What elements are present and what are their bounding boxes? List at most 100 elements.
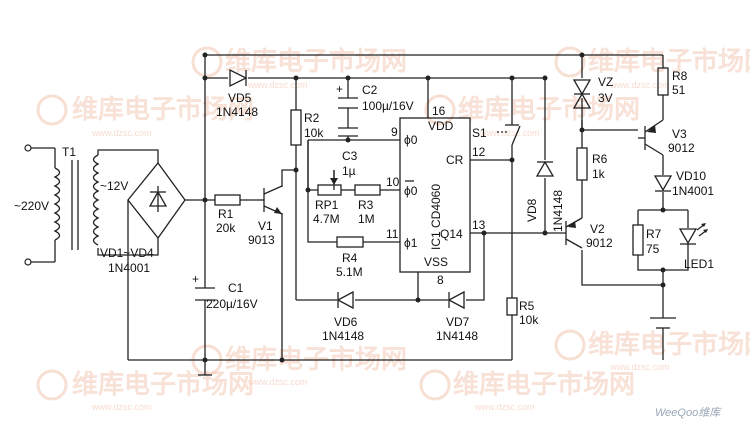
v2-label: V2 — [590, 222, 605, 236]
r2-value: 10k — [304, 126, 324, 140]
watermark-top-left: 维库电子市场网 www.dzsc.com — [36, 94, 254, 138]
ic-phi0-label: ϕ0 — [404, 133, 418, 147]
ic-vdd-pin-label: VDD — [428, 119, 454, 133]
rp1-label: RP1 — [315, 198, 339, 212]
c2-value: 100µ/16V — [362, 99, 414, 113]
r8-label: R8 — [672, 69, 688, 83]
diode-vd5: VD5 1N4148 — [216, 68, 258, 119]
r1-label: R1 — [218, 207, 234, 221]
ic-pin10: 10 — [386, 175, 400, 189]
v3-label: V3 — [672, 127, 687, 141]
zener-vz: VZ 3V — [572, 75, 613, 109]
resistor-r1: R1 20k — [214, 194, 241, 235]
resistor-r7: R7 75 — [632, 224, 662, 256]
v2-type: 9012 — [586, 236, 613, 250]
c3-value: 1µ — [342, 164, 356, 178]
vd8-label: VD8 — [525, 198, 539, 222]
vd5-label: VD5 — [228, 91, 252, 105]
diode-vd6: VD6 1N4148 — [322, 290, 364, 343]
secondary-voltage-label: ~12V — [100, 179, 128, 193]
capacitor-c2: + C2 100µ/16V — [336, 82, 414, 113]
ic-pin9: 9 — [391, 125, 398, 139]
s1-label: S1 — [472, 126, 487, 140]
c3-label: C3 — [342, 149, 358, 163]
watermark-brand: 维库电子市场网 — [588, 46, 750, 76]
r5-label: R5 — [519, 299, 535, 313]
vd10-label: VD10 — [676, 169, 706, 183]
r4-label: R4 — [342, 251, 358, 265]
switch-s1: S1 — [472, 124, 521, 146]
vd8-type: 1N4148 — [551, 190, 565, 232]
junctions — [202, 52, 666, 363]
watermark-url: www.dzsc.com — [474, 402, 535, 412]
watermark-brand: 维库电子市场网 — [225, 344, 407, 374]
r4-value: 5.1M — [336, 265, 363, 279]
ic-pin12: 12 — [472, 145, 486, 159]
transistor-v3: V3 9012 — [638, 119, 695, 156]
v1-type: 9013 — [248, 233, 275, 247]
diode-vd7: VD7 1N4148 — [436, 290, 478, 343]
watermark-url: www.dzsc.com — [91, 402, 152, 412]
vd10-type: 1N4001 — [672, 184, 714, 198]
footer-logo: WeeQoo维库 — [655, 406, 722, 419]
watermark-url: www.dzsc.com — [609, 362, 670, 372]
led1: LED1 — [678, 223, 714, 271]
r6-label: R6 — [592, 152, 608, 166]
ac-input-terminals: ~220V — [14, 144, 49, 266]
t1-label: T1 — [62, 145, 76, 159]
ic-vss-pin-label: VSS — [424, 255, 448, 269]
watermark-url: www.dzsc.com — [247, 377, 308, 387]
watermark-url: www.dzsc.com — [609, 80, 670, 90]
watermark-top-right: 维库电子市场网 www.dzsc.com — [554, 46, 750, 90]
watermark-bottom-left: 维库电子市场网 www.dzsc.com — [36, 369, 254, 412]
watermark-url: www.dzsc.com — [479, 128, 540, 138]
transistor-v1: V1 9013 — [248, 185, 283, 247]
resistor-r5: R5 10k — [506, 297, 539, 327]
c1-value: 220µ/16V — [206, 297, 258, 311]
vz-value: 3V — [598, 91, 613, 105]
ac-input-label: ~220V — [14, 199, 49, 213]
watermark-brand: 维库电子市场网 — [72, 94, 254, 124]
led1-label: LED1 — [684, 257, 714, 271]
watermark-brand: 维库电子市场网 — [225, 46, 407, 76]
resistor-r6: R6 1k — [576, 147, 608, 181]
r8-value: 51 — [672, 83, 686, 97]
v1-label: V1 — [258, 219, 273, 233]
r3-label: R3 — [358, 198, 374, 212]
watermarks: 维库电子市场网 www.dzsc.com 维库电子市场网 www.dzsc.co… — [36, 46, 750, 412]
watermark-bottom-right: 维库电子市场网 www.dzsc.com — [419, 369, 635, 412]
ic-phi0b-label: ϕ0 — [404, 184, 418, 198]
watermark-brand: 维库电子市场网 — [588, 329, 750, 359]
ic-name: IC1 CD4060 — [429, 184, 443, 250]
c2-label: C2 — [362, 83, 378, 97]
r7-label: R7 — [646, 227, 662, 241]
vz-label: VZ — [598, 75, 613, 89]
r1-value: 20k — [216, 221, 236, 235]
watermark-mid-center: 维库电子市场网 www.dzsc.com — [424, 94, 640, 138]
bridge-label: VD1~VD4 — [100, 246, 154, 260]
svg-text:+: + — [336, 82, 343, 96]
watermark-url: www.dzsc.com — [91, 128, 152, 138]
resistor-r2: R2 10k — [290, 109, 324, 146]
ic-cr-label: CR — [446, 153, 464, 167]
watermark-brand: 维库电子市场网 — [458, 94, 640, 124]
v3-type: 9012 — [668, 141, 695, 155]
vd6-type: 1N4148 — [322, 329, 364, 343]
r7-value: 75 — [646, 242, 660, 256]
capacitor-c1: + C1 220µ/16V — [192, 272, 258, 311]
watermark-right-center: 维库电子市场网 www.dzsc.com — [554, 329, 750, 372]
vd6-label: VD6 — [334, 315, 358, 329]
r6-value: 1k — [592, 167, 606, 181]
resistor-r8: R8 51 — [657, 67, 688, 97]
ic-phi1-label: ϕ1 — [404, 236, 418, 250]
diode-vd8: VD8 1N4148 — [525, 160, 565, 232]
ic-q14-label: Q14 — [440, 227, 463, 241]
watermark-url: www.dzsc.com — [247, 80, 308, 90]
ic-pin11: 11 — [386, 227, 399, 241]
potentiometer-rp1: RP1 4.7M — [313, 170, 342, 226]
vd5-type: 1N4148 — [216, 105, 258, 119]
resistor-r4: R4 5.1M — [336, 236, 364, 279]
rp1-value: 4.7M — [313, 212, 340, 226]
ic-pin16: 16 — [432, 104, 446, 118]
